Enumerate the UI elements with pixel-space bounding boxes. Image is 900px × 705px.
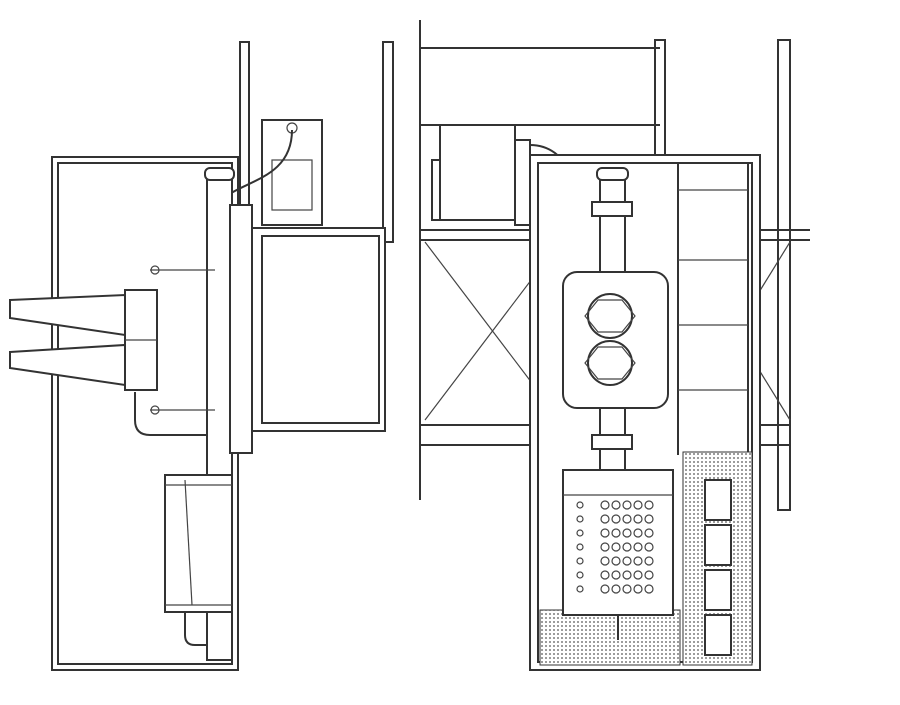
side-elevation-view: [9, 41, 394, 671]
vent-hole: [644, 542, 654, 552]
vent-hole: [633, 528, 643, 538]
vent-hole: [600, 542, 610, 552]
vent-hole: [633, 542, 643, 552]
vent-hole: [576, 557, 584, 565]
platform-box: [251, 227, 386, 432]
vent-hole: [576, 529, 584, 537]
vent-hole: [633, 570, 643, 580]
vent-hole: [611, 556, 621, 566]
vent-hole: [622, 514, 632, 524]
vent-hole: [633, 556, 643, 566]
vent-hole: [644, 500, 654, 510]
vent-hole: [633, 500, 643, 510]
hatched-base: [539, 609, 681, 666]
lower-cabinet: [562, 469, 674, 640]
vent-hole: [633, 584, 643, 594]
vent-hole: [576, 515, 584, 523]
visor-lower: [9, 343, 126, 387]
vent-hole: [611, 528, 621, 538]
access-ladder: [677, 163, 749, 455]
signal-lamp-upper: [587, 293, 633, 339]
visor-upper: [9, 293, 126, 337]
platform-box-inner: [261, 235, 380, 424]
controller-box: [164, 474, 233, 646]
vent-hole: [644, 514, 654, 524]
vent-hole: [600, 500, 610, 510]
vent-hole: [644, 584, 654, 594]
front-elevation-view: [419, 20, 810, 671]
vent-hole: [622, 570, 632, 580]
vent-hole: [600, 514, 610, 524]
vent-hole: [644, 570, 654, 580]
vent-hole: [622, 556, 632, 566]
signal-head-cabinet: [124, 265, 215, 436]
battery-stack: [704, 479, 732, 656]
vent-hole: [622, 584, 632, 594]
vent-hole: [600, 556, 610, 566]
vent-hole: [611, 570, 621, 580]
vent-hole: [644, 556, 654, 566]
vent-hole: [611, 542, 621, 552]
vent-hole: [600, 570, 610, 580]
vent-hole: [600, 584, 610, 594]
vent-hole: [644, 528, 654, 538]
vent-hole: [576, 543, 584, 551]
vent-hole: [576, 571, 584, 579]
vent-hole: [622, 500, 632, 510]
vent-hole: [611, 500, 621, 510]
vent-hole: [576, 585, 584, 593]
signal-head: [562, 271, 669, 409]
vent-hole: [600, 528, 610, 538]
hydraulic-unit: [227, 119, 323, 226]
vent-hole: [611, 514, 621, 524]
vent-hole: [611, 584, 621, 594]
signal-lamp-lower: [587, 340, 633, 386]
vent-hole: [622, 528, 632, 538]
support-post-right: [382, 41, 394, 243]
vent-hole: [576, 501, 584, 509]
vent-grid: [576, 500, 654, 594]
vent-hole: [622, 542, 632, 552]
vent-hole: [633, 514, 643, 524]
